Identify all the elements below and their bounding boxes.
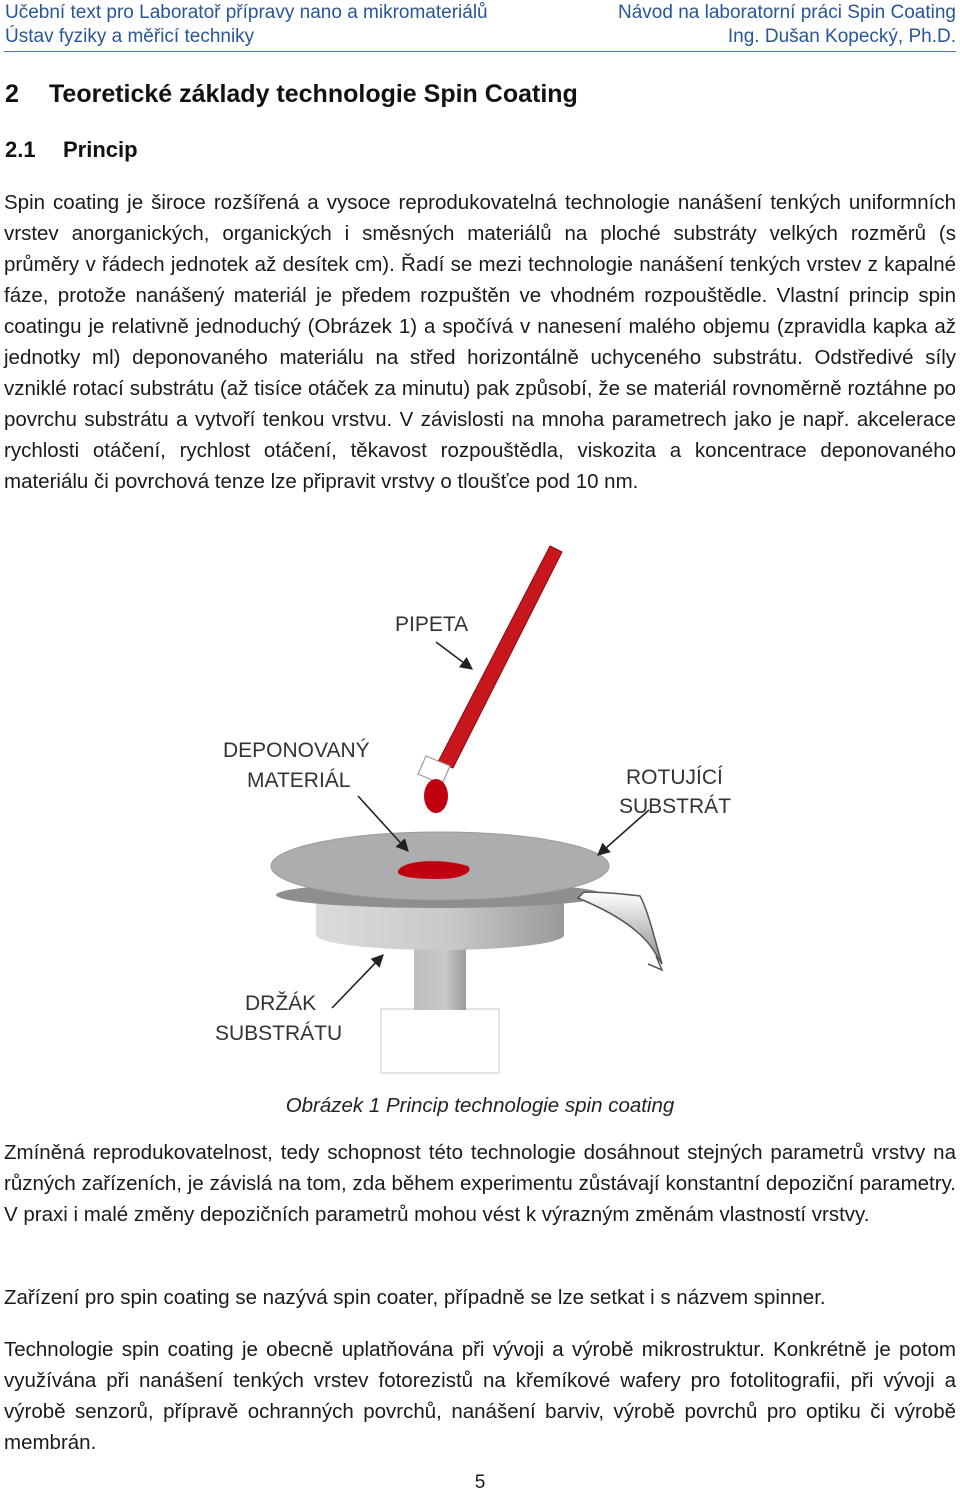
device-paragraph: Zařízení pro spin coating se nazývá spin…	[4, 1286, 826, 1309]
applications-paragraph: Technologie spin coating je obecně uplat…	[4, 1338, 956, 1454]
running-header: Učební text pro Laboratoř přípravy nano …	[0, 0, 960, 52]
substrate-arrow	[597, 809, 650, 856]
header-course-title: Učební text pro Laboratoř přípravy nano …	[5, 2, 488, 23]
pipette-arrow	[435, 641, 474, 670]
subsection-title: Princip	[63, 137, 138, 162]
material-arrow	[357, 795, 409, 852]
header-document-title: Návod na laboratorní práci Spin Coating	[618, 2, 956, 23]
holder-cylinder	[316, 893, 564, 950]
label-substrate-line1: ROTUJÍCÍ	[626, 766, 723, 789]
header-author: Ing. Dušan Kopecký, Ph.D.	[727, 26, 956, 47]
header-rule	[4, 51, 956, 52]
label-material-line1: DEPONOVANÝ	[223, 739, 370, 762]
rotation-arrow-icon	[576, 891, 663, 965]
spin-coating-diagram: PIPETA DEPONOVANÝ MATERIÁL ROTUJÍCÍ SUBS…	[215, 545, 731, 1074]
section-title: Teoretické základy technologie Spin Coat…	[49, 80, 578, 108]
subsection-number: 2.1	[5, 137, 36, 162]
pipette	[437, 545, 563, 769]
holder-shaft	[414, 940, 466, 1010]
label-holder-line2: SUBSTRÁTU	[215, 1022, 342, 1045]
label-holder-line1: DRŽÁK	[245, 992, 316, 1015]
label-material-line2: MATERIÁL	[247, 769, 350, 792]
section-heading: 2 Teoretické základy technologie Spin Coa…	[5, 80, 578, 109]
subsection-heading: 2.1 Princip	[5, 137, 138, 163]
droplet	[424, 779, 448, 813]
spin-coating-figure: PIPETA DEPONOVANÝ MATERIÁL ROTUJÍCÍ SUBS…	[180, 538, 780, 1078]
holder-arrow	[331, 954, 384, 1009]
label-substrate-line2: SUBSTRÁT	[619, 795, 731, 818]
figure-caption: Obrázek 1 Princip technologie spin coati…	[285, 1094, 675, 1117]
label-pipette: PIPETA	[395, 613, 468, 636]
header-institute: Ústav fyziky a měřicí techniky	[5, 26, 255, 47]
base-block	[380, 1008, 500, 1074]
reproducibility-paragraph: Zmíněná reprodukovatelnost, tedy schopno…	[4, 1141, 956, 1226]
deposited-film	[397, 861, 470, 879]
section-number: 2	[5, 80, 19, 108]
intro-paragraph: Spin coating je široce rozšířená a vysoc…	[4, 191, 956, 493]
page-number: 5	[474, 1472, 486, 1493]
